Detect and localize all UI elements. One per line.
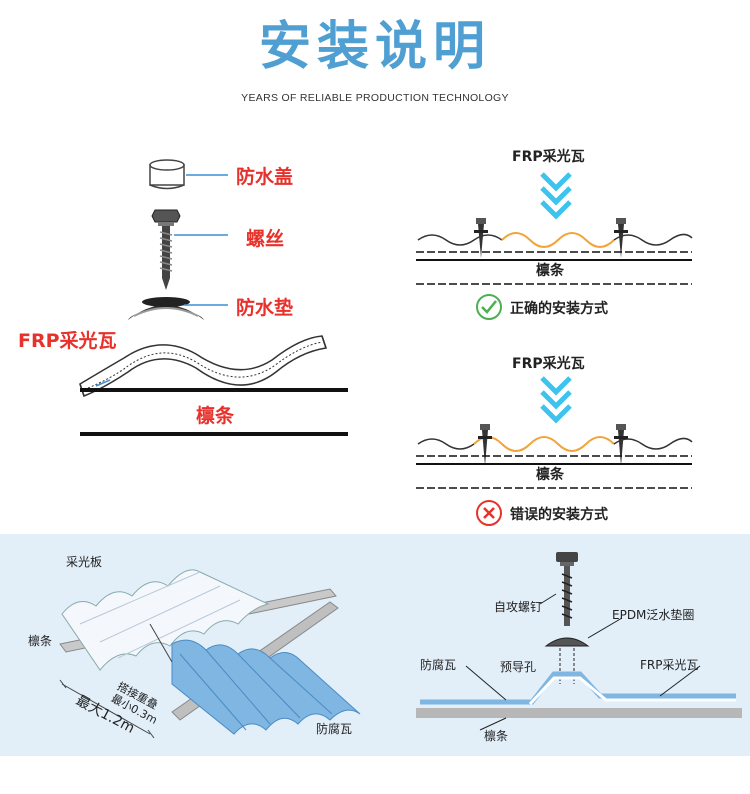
- cap-label: 防水盖: [236, 166, 294, 188]
- screw-left-icon: [474, 218, 488, 258]
- roof-layout-diagram: [59, 569, 361, 739]
- screw-right-icon: [614, 218, 628, 258]
- screw-shape: [151, 209, 181, 290]
- cross-circle-icon: [476, 500, 502, 526]
- purlin-label: 檩条: [196, 405, 235, 427]
- exploded-diagram: [79, 159, 348, 436]
- purlin-beam: [416, 708, 742, 718]
- frp-sheet-label: FRP采光瓦: [18, 330, 117, 352]
- cross-section-diagram: [416, 552, 742, 731]
- wrong-purlin-label: 檩条: [536, 467, 564, 483]
- frp-wave: [473, 436, 615, 452]
- corrosion-tile-label-right: 防腐瓦: [420, 658, 457, 672]
- screw-label: 自攻螺钉: [494, 600, 543, 614]
- sheet-label: 采光板: [66, 555, 103, 569]
- page-title: 安装说明: [258, 17, 491, 77]
- purlin-bottom-bar: [80, 432, 348, 436]
- corrosion-tile-label: 防腐瓦: [316, 722, 353, 736]
- frp-sheet-label-right: FRP采光瓦: [640, 658, 699, 672]
- wrong-install-diagram: [416, 376, 693, 489]
- gasket-label: 防水垫: [236, 297, 294, 319]
- washer-label: EPDM泛水垫圈: [612, 608, 695, 622]
- blue-tiles: [171, 639, 361, 735]
- screw-right-icon: [614, 424, 628, 466]
- correct-install-diagram: [416, 172, 693, 285]
- wrong-frp-label: FRP采光瓦: [512, 356, 585, 372]
- waterproof-cap-shape: [149, 159, 185, 190]
- correct-purlin-label: 檩条: [536, 263, 564, 279]
- check-circle-icon: [476, 294, 502, 320]
- correct-caption: 正确的安装方式: [510, 301, 608, 317]
- purlin-label-right: 檩条: [484, 729, 509, 743]
- self-tapping-screw-icon: [556, 552, 578, 626]
- waterproof-gasket-shape: [128, 297, 204, 320]
- bottom-purlin-label: 檩条: [28, 634, 53, 648]
- pilot-hole-label: 预导孔: [500, 660, 537, 674]
- down-arrows-icon: [540, 376, 572, 424]
- wrong-caption: 错误的安装方式: [510, 507, 608, 523]
- page-subtitle: YEARS OF RELIABLE PRODUCTION TECHNOLOGY: [241, 92, 509, 104]
- corrosion-tile-shape: [420, 671, 736, 705]
- frp-sheet-profile: [528, 676, 736, 706]
- down-arrows-icon: [540, 172, 572, 220]
- purlin-top-bar: [80, 388, 348, 392]
- clear-sheets: [61, 569, 270, 671]
- frp-wave: [501, 232, 615, 248]
- correct-frp-label: FRP采光瓦: [512, 149, 585, 165]
- epdm-washer-shape: [544, 637, 590, 647]
- screw-left-icon: [478, 424, 492, 466]
- screw-label: 螺丝: [246, 228, 285, 250]
